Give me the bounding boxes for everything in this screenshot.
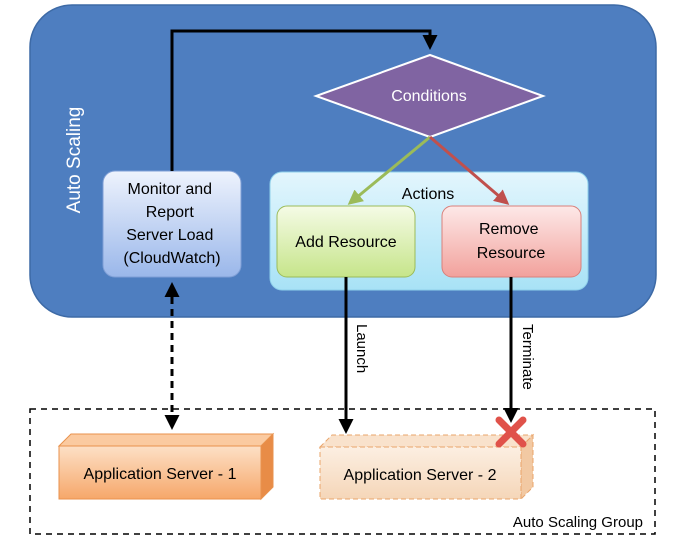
auto-scaling-group-boundary — [29, 408, 656, 535]
x-mark-icon — [495, 416, 527, 448]
remove-resource-box — [441, 205, 582, 278]
monitor-label: Monitor and Report Server Load (CloudWat… — [123, 181, 220, 267]
launch-label: Launch — [353, 324, 370, 373]
conditions-to-remove-arrow — [429, 135, 510, 205]
monitor-to-conditions-arrow — [170, 29, 438, 171]
remove-resource-label: Remove Resource — [477, 221, 546, 262]
application-server-1-label: Application Server - 1 — [84, 466, 237, 483]
application-server-1 — [57, 432, 275, 501]
auto-scaling-label: Auto Scaling — [64, 107, 85, 214]
actions-title: Actions — [402, 186, 454, 203]
terminate-label: Terminate — [519, 324, 536, 390]
add-resource-label: Add Resource — [295, 234, 396, 251]
application-server-2-label: Application Server - 2 — [344, 467, 497, 484]
conditions-label: Conditions — [391, 88, 467, 105]
auto-scaling-group-label: Auto Scaling Group — [513, 514, 643, 531]
application-server-2 — [318, 433, 535, 501]
conditions-to-add-arrow — [347, 135, 431, 205]
